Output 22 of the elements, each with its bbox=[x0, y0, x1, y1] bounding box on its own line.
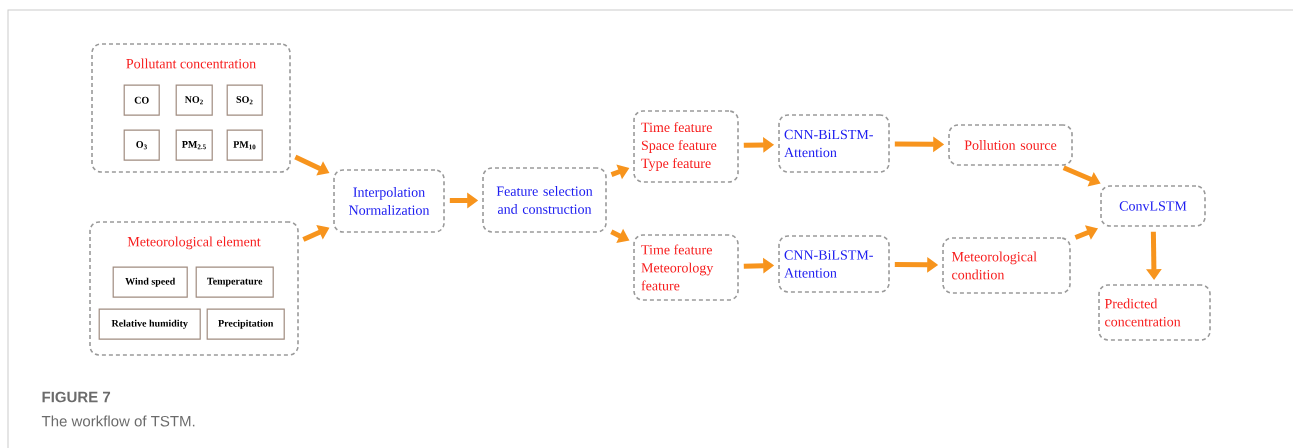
variable-box: Wind speed bbox=[112, 266, 188, 298]
variable-box: SO$_{2}$ bbox=[226, 84, 263, 116]
process-box: ConvLSTM bbox=[1100, 185, 1206, 227]
variable-box: O$_{3}$ bbox=[123, 129, 160, 161]
variable-box: PM$_{10}$ bbox=[226, 129, 263, 161]
process-box: CNN-BiLSTM-Attention bbox=[778, 114, 890, 173]
process-box: CNN-BiLSTM-Attention bbox=[778, 235, 890, 293]
process-box: Pollution source bbox=[948, 124, 1073, 166]
process-box: Time feature Meteorology feature bbox=[633, 234, 739, 301]
process-box: Time feature Space feature Type feature bbox=[633, 110, 739, 183]
process-box: Feature selection and construction bbox=[482, 167, 607, 233]
variable-box: Precipitation bbox=[206, 308, 285, 340]
variable-box: PM$_{2.5}$ bbox=[175, 129, 213, 161]
process-box: Meteorological condition bbox=[942, 237, 1071, 294]
variable-box: Temperature bbox=[195, 266, 274, 298]
caption: The workflow of TSTM. bbox=[41, 415, 195, 427]
figure-label: FIGURE 7 bbox=[42, 391, 111, 403]
variable-box: Relative humidity bbox=[98, 308, 201, 340]
variable-box: CO bbox=[123, 84, 160, 116]
variable-box: NO$_{2}$ bbox=[175, 84, 213, 116]
process-box: Predicted concentration bbox=[1098, 284, 1211, 341]
process-box: Interpolation Normalization bbox=[333, 169, 445, 233]
